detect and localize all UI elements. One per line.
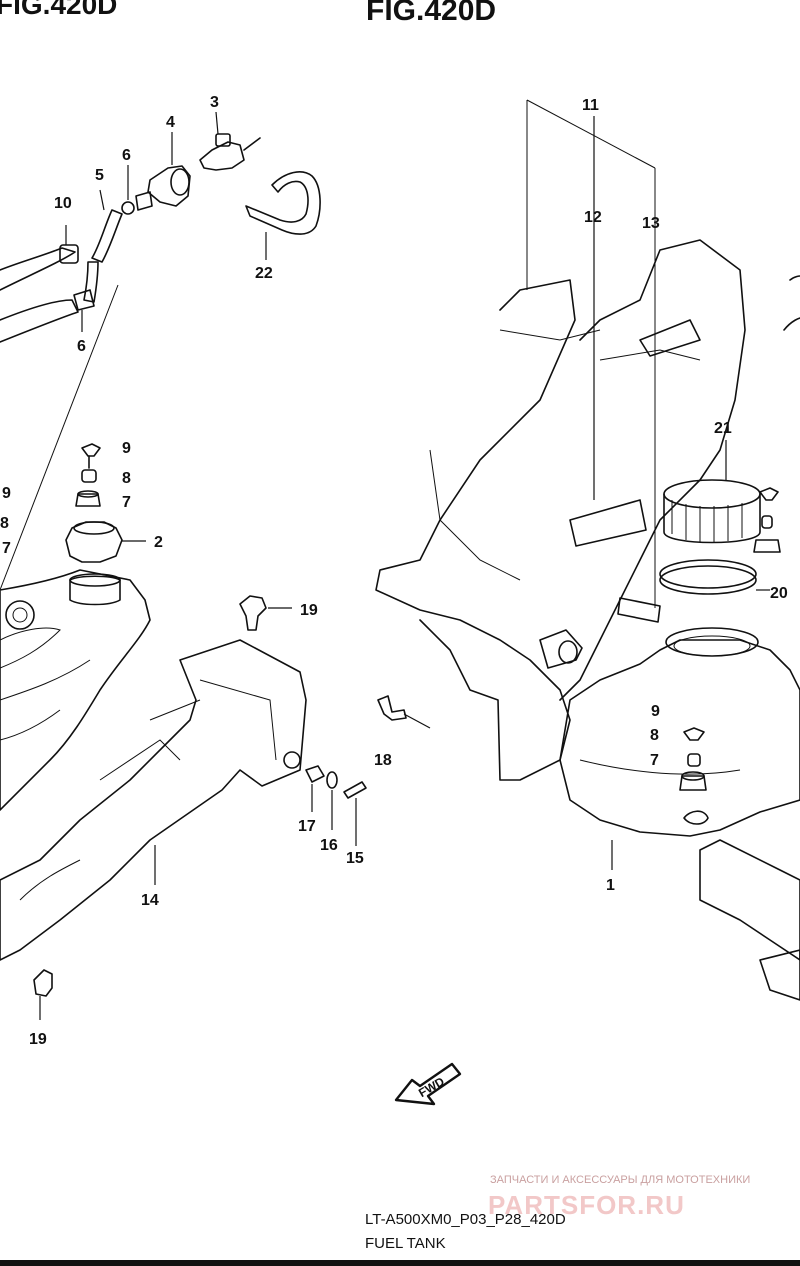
callout-13: 13 — [642, 215, 660, 232]
diagram-code: LT-A500XM0_P03_P28_420D — [365, 1211, 566, 1228]
callout-6-lower: 6 — [77, 338, 86, 355]
edge-cap-stack — [753, 487, 781, 553]
callout-9-left-edge: 9 — [2, 485, 11, 502]
tank-shroud — [375, 99, 746, 781]
bottom-border — [0, 1260, 800, 1266]
callout-21: 21 — [714, 420, 732, 437]
diagram-title: FUEL TANK — [365, 1235, 446, 1252]
left-cap-stack — [65, 443, 146, 563]
header-left-title: FIG.420D — [0, 0, 117, 20]
callout-1: 1 — [606, 877, 615, 894]
clip-19-top — [239, 595, 292, 631]
callout-8-left: 8 — [122, 470, 131, 487]
gasket-20 — [659, 559, 770, 595]
callout-4: 4 — [166, 114, 175, 131]
callout-12: 12 — [584, 209, 602, 226]
filler-ring-21 — [663, 440, 761, 544]
watermark-tagline: ЗАПЧАСТИ И АКСЕССУАРЫ ДЛЯ МОТОТЕХНИКИ — [490, 1174, 750, 1186]
right-cap-stack — [679, 727, 707, 791]
fuel-tank-1 — [559, 627, 800, 870]
callout-19-top: 19 — [300, 602, 318, 619]
fwd-arrow-badge: FWD — [394, 1062, 462, 1106]
callout-8-right: 8 — [650, 727, 659, 744]
callout-20: 20 — [770, 585, 788, 602]
bolt-18 — [377, 695, 431, 729]
callout-7-left: 7 — [122, 494, 131, 511]
callout-15: 15 — [346, 850, 364, 867]
callout-9-right: 9 — [651, 703, 660, 720]
callout-7-left-edge: 7 — [2, 540, 11, 557]
callout-17: 17 — [298, 818, 316, 835]
callout-5: 5 — [95, 167, 104, 184]
callout-18: 18 — [374, 752, 392, 769]
callout-2: 2 — [154, 534, 163, 551]
callout-9-left: 9 — [122, 440, 131, 457]
callout-8-left-edge: 8 — [0, 515, 9, 532]
callout-22: 22 — [255, 265, 273, 282]
callout-11: 11 — [582, 97, 599, 114]
callout-6-upper: 6 — [122, 147, 131, 164]
hose-22 — [245, 171, 321, 260]
right-edge-bracket — [699, 275, 800, 1001]
callout-3: 3 — [210, 94, 219, 111]
mount-hardware — [305, 765, 367, 846]
callout-14: 14 — [141, 892, 159, 909]
tank-guard-14 — [0, 639, 307, 961]
left-vent-hose — [0, 189, 123, 343]
callout-19-bottom: 19 — [29, 1031, 47, 1048]
callout-7-right: 7 — [650, 752, 659, 769]
clip-19-bottom — [33, 969, 53, 1020]
watermark-site: PARTSFOR.RU — [488, 1190, 685, 1220]
left-fuel-tank — [0, 569, 151, 811]
header-center-title: FIG.420D — [366, 0, 496, 27]
vent-valve-assembly — [0, 111, 261, 591]
callout-16: 16 — [320, 837, 338, 854]
callout-10: 10 — [54, 195, 72, 212]
